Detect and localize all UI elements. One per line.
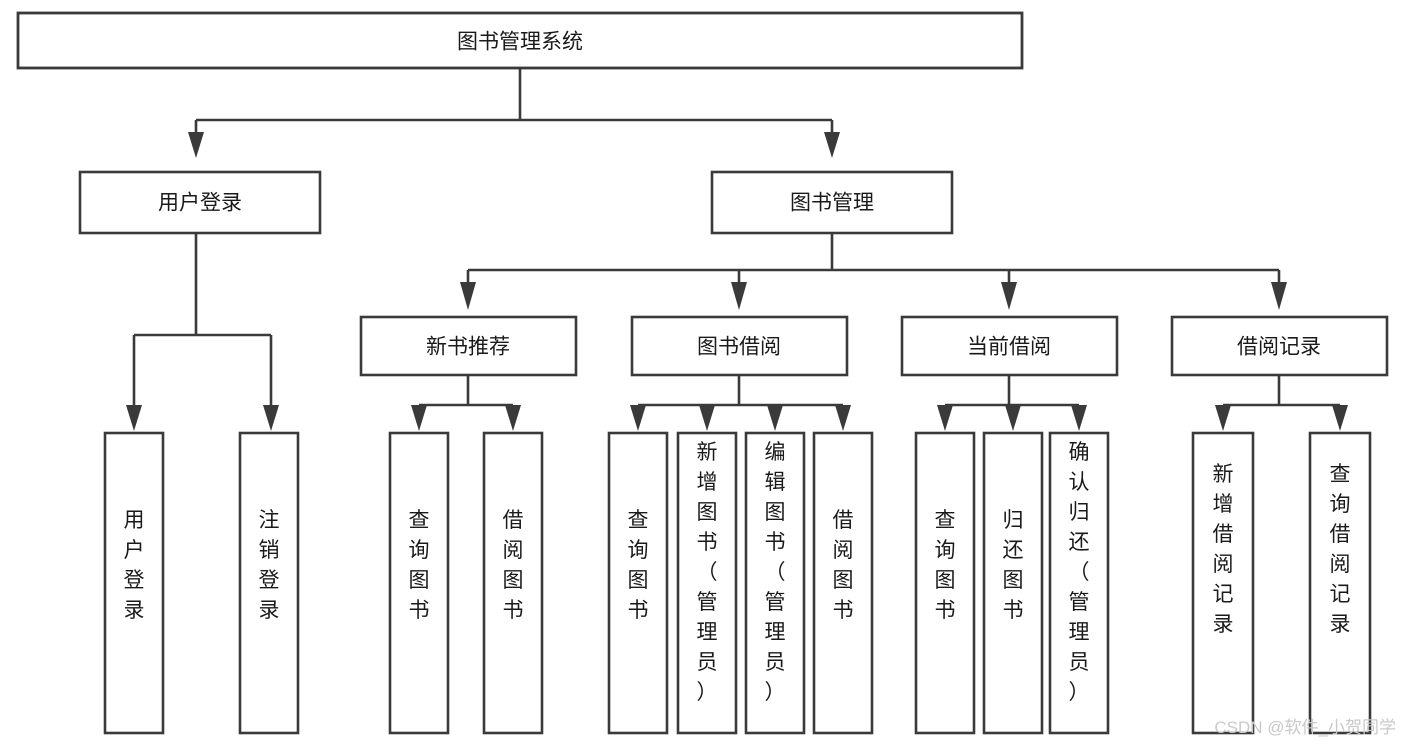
node-root[interactable]: 图书管理系统 xyxy=(16,11,1024,70)
node-new-book-recommend[interactable]: 新书推荐 xyxy=(359,315,578,377)
arrow-head-to-book-manage xyxy=(824,132,840,158)
arrow-head-leaf-borrow-book-2 xyxy=(835,405,851,431)
leaf-edit-book-admin-label: 编辑图书（管理员） xyxy=(765,441,786,704)
leaf-query-borrow-record-box[interactable] xyxy=(1308,431,1372,735)
leaf-add-borrow-record-label: 新增借阅记录 xyxy=(1213,463,1234,636)
arrow-head-leaf-add-book-admin xyxy=(699,405,715,431)
leaf-edit-book-admin[interactable]: 编辑图书（管理员） xyxy=(744,431,806,735)
arrow-head-leaf-query-book-3 xyxy=(937,405,953,431)
node-root-box[interactable] xyxy=(16,11,1024,70)
leaf-add-borrow-record[interactable]: 新增借阅记录 xyxy=(1191,431,1255,735)
node-borrow-record[interactable]: 借阅记录 xyxy=(1170,315,1389,377)
arrow-head-new-book-recommend xyxy=(460,282,476,310)
node-book-manage-box[interactable] xyxy=(710,170,954,235)
leaf-borrow-book-1-box[interactable] xyxy=(482,431,544,735)
leaf-query-book-3-label: 查询图书 xyxy=(935,509,956,622)
leaf-query-book-1[interactable]: 查询图书 xyxy=(388,431,450,735)
leaf-logout[interactable]: 注销登录 xyxy=(238,431,300,735)
node-current-borrow[interactable]: 当前借阅 xyxy=(900,315,1119,377)
node-new-book-recommend-box[interactable] xyxy=(359,315,578,377)
leaf-add-borrow-record-box[interactable] xyxy=(1191,431,1255,735)
connector-layer xyxy=(126,68,1348,431)
arrow-head-leaf-borrow-book-1 xyxy=(505,405,521,431)
arrow-head-leaf-add-borrow-record xyxy=(1215,405,1231,431)
node-borrow-record-label: 借阅记录 xyxy=(1237,336,1321,359)
leaf-query-borrow-record[interactable]: 查询借阅记录 xyxy=(1308,431,1372,735)
arrow-head-leaf-confirm-return xyxy=(1071,405,1087,431)
leaf-logout-box[interactable] xyxy=(238,431,300,735)
leaf-edit-book-admin-box[interactable] xyxy=(744,431,806,735)
leaf-logout-label: 注销登录 xyxy=(259,509,280,622)
arrow-head-leaf-user-login xyxy=(126,405,142,431)
leaf-query-book-2-label: 查询图书 xyxy=(628,509,649,622)
leaf-query-borrow-record-label: 查询借阅记录 xyxy=(1330,463,1351,636)
arrow-head-leaf-return-book xyxy=(1005,405,1021,431)
leaf-confirm-return-admin-label: 确认归还（管理员） xyxy=(1069,441,1090,704)
leaf-query-book-3[interactable]: 查询图书 xyxy=(914,431,976,735)
node-current-borrow-box[interactable] xyxy=(900,315,1119,377)
node-current-borrow-label: 当前借阅 xyxy=(967,336,1051,359)
leaf-borrow-book-1-label: 借阅图书 xyxy=(503,509,524,622)
arrow-head-to-user-login xyxy=(188,132,204,158)
leaf-return-book[interactable]: 归还图书 xyxy=(982,431,1044,735)
leaf-borrow-book-2-box[interactable] xyxy=(812,431,874,735)
leaf-borrow-book-2-label: 借阅图书 xyxy=(833,509,854,622)
leaf-confirm-return-admin-box[interactable] xyxy=(1048,431,1110,735)
leaf-query-book-3-box[interactable] xyxy=(914,431,976,735)
leaf-borrow-book-2[interactable]: 借阅图书 xyxy=(812,431,874,735)
leaf-query-book-2-box[interactable] xyxy=(607,431,669,735)
leaf-user-login[interactable]: 用户登录 xyxy=(103,431,165,735)
leaf-query-book-1-box[interactable] xyxy=(388,431,450,735)
arrow-head-leaf-edit-book-admin xyxy=(767,405,783,431)
arrow-head-borrow-record xyxy=(1271,282,1287,310)
leaf-return-book-box[interactable] xyxy=(982,431,1044,735)
arrow-head-current-borrow xyxy=(1001,282,1017,310)
node-book-manage[interactable]: 图书管理 xyxy=(710,170,954,235)
arrow-head-book-borrow xyxy=(731,282,747,310)
leaf-query-book-1-label: 查询图书 xyxy=(409,509,430,622)
arrow-head-leaf-query-book-1 xyxy=(411,405,427,431)
node-book-borrow[interactable]: 图书借阅 xyxy=(630,315,849,377)
csdn-watermark: CSDN @软件_小贺同学 xyxy=(1214,718,1396,737)
node-user-login-label: 用户登录 xyxy=(158,192,242,215)
node-book-borrow-box[interactable] xyxy=(630,315,849,377)
node-new-book-recommend-label: 新书推荐 xyxy=(426,336,510,359)
arrow-head-leaf-query-book-2 xyxy=(630,405,646,431)
leaf-add-book-admin-box[interactable] xyxy=(676,431,738,735)
node-user-login-box[interactable] xyxy=(78,170,322,235)
leaf-confirm-return-admin[interactable]: 确认归还（管理员） xyxy=(1048,431,1110,735)
leaf-add-book-admin[interactable]: 新增图书（管理员） xyxy=(676,431,738,735)
leaf-user-login-label: 用户登录 xyxy=(124,509,145,622)
node-book-manage-label: 图书管理 xyxy=(790,192,874,215)
arrow-head-leaf-query-borrow-record xyxy=(1332,405,1348,431)
node-borrow-record-box[interactable] xyxy=(1170,315,1389,377)
node-user-login[interactable]: 用户登录 xyxy=(78,170,322,235)
leaf-add-book-admin-label: 新增图书（管理员） xyxy=(697,441,718,704)
leaf-return-book-label: 归还图书 xyxy=(1003,509,1024,622)
node-book-borrow-label: 图书借阅 xyxy=(697,336,781,359)
leaf-borrow-book-1[interactable]: 借阅图书 xyxy=(482,431,544,735)
node-root-label: 图书管理系统 xyxy=(457,31,583,54)
leaf-query-book-2[interactable]: 查询图书 xyxy=(607,431,669,735)
leaf-user-login-box[interactable] xyxy=(103,431,165,735)
arrow-head-leaf-logout xyxy=(263,405,279,431)
